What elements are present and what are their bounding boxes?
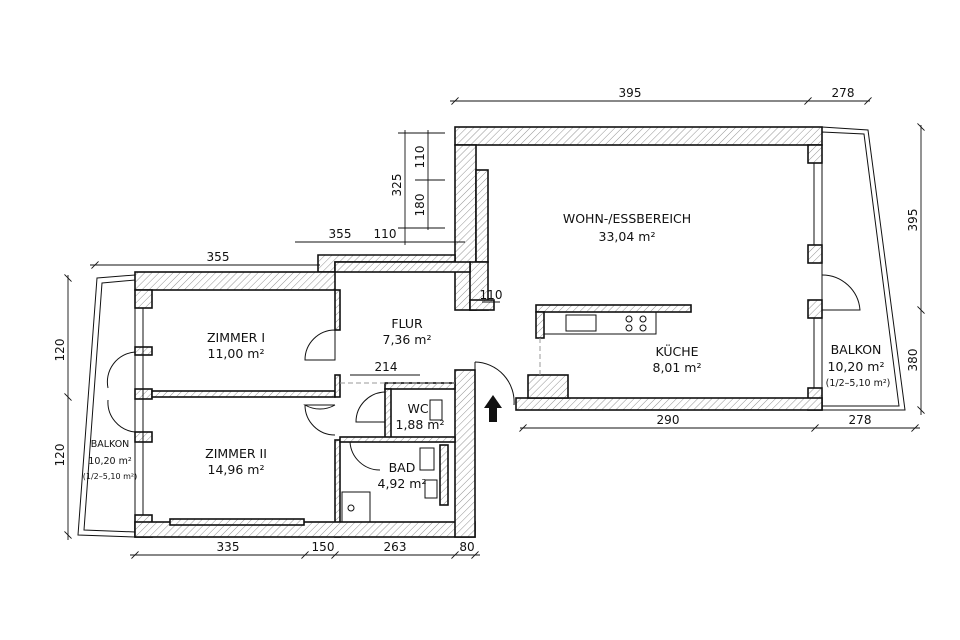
dim-vert-180: 180: [413, 194, 427, 217]
room-area-kueche: 8,01 m²: [653, 360, 702, 375]
room-area-bad: 4,92 m²: [378, 476, 427, 491]
room-half-balkon-right: (1/2–5,10 m²): [826, 378, 891, 389]
dim-left-lower: 120: [53, 444, 67, 467]
dim-right-upper: 395: [906, 209, 920, 232]
room-name-wc: WC: [407, 401, 428, 416]
room-name-zimmer1: ZIMMER I: [207, 330, 265, 345]
dim-right-lower: 380: [906, 349, 920, 372]
room-area-zimmer1: 11,00 m²: [208, 346, 265, 361]
dim-top-living: 395: [619, 86, 642, 100]
room-area-balkon-right: 10,20 m²: [828, 359, 885, 374]
door-balcony-left-1: [106, 351, 136, 389]
dim-vert-325: 325: [390, 174, 404, 197]
dim-left-upper: 120: [53, 339, 67, 362]
dim-bottom-2: 150: [312, 540, 335, 554]
room-name-flur: FLUR: [391, 316, 423, 331]
dim-bottom-3: 263: [384, 540, 407, 554]
room-area-wohn: 33,04 m²: [599, 229, 656, 244]
dim-living-110: 110: [480, 288, 503, 302]
entrance-arrow-icon: [484, 395, 502, 422]
dim-bottom-kitchen: 290: [657, 413, 680, 427]
room-name-kueche: KÜCHE: [655, 343, 698, 359]
room-area-wc: 1,88 m²: [396, 417, 445, 432]
room-area-flur: 7,36 m²: [383, 332, 432, 347]
dim-step-355: 355: [329, 227, 352, 241]
dim-step-110: 110: [374, 227, 397, 241]
dim-left-top: 355: [207, 250, 230, 264]
room-half-balkon-left: (1/2–5,10 m²): [83, 472, 137, 481]
room-area-balkon-left: 10,20 m²: [88, 456, 131, 467]
room-name-bad: BAD: [389, 460, 416, 475]
room-name-balkon-right: BALKON: [831, 342, 882, 357]
door-zimmer2: [303, 404, 336, 410]
walls: [134, 126, 823, 538]
dimension-lines: [64, 97, 925, 559]
room-name-zimmer2: ZIMMER II: [205, 446, 267, 461]
dim-top-balcony: 278: [832, 86, 855, 100]
door-zimmer1: [304, 329, 336, 361]
room-name-wohn: WOHN-/ESSBEREICH: [563, 211, 691, 226]
doors: [106, 274, 861, 471]
dim-bottom-1: 335: [217, 540, 240, 554]
dim-bottom-balcony: 278: [849, 413, 872, 427]
dim-vert-110: 110: [413, 146, 427, 169]
dim-bottom-4: 80: [459, 540, 474, 554]
dim-flur-width: 214: [375, 360, 398, 374]
room-name-balkon-left: BALKON: [91, 439, 130, 450]
room-area-zimmer2: 14,96 m²: [208, 462, 265, 477]
door-balcony-left-2: [107, 399, 136, 433]
